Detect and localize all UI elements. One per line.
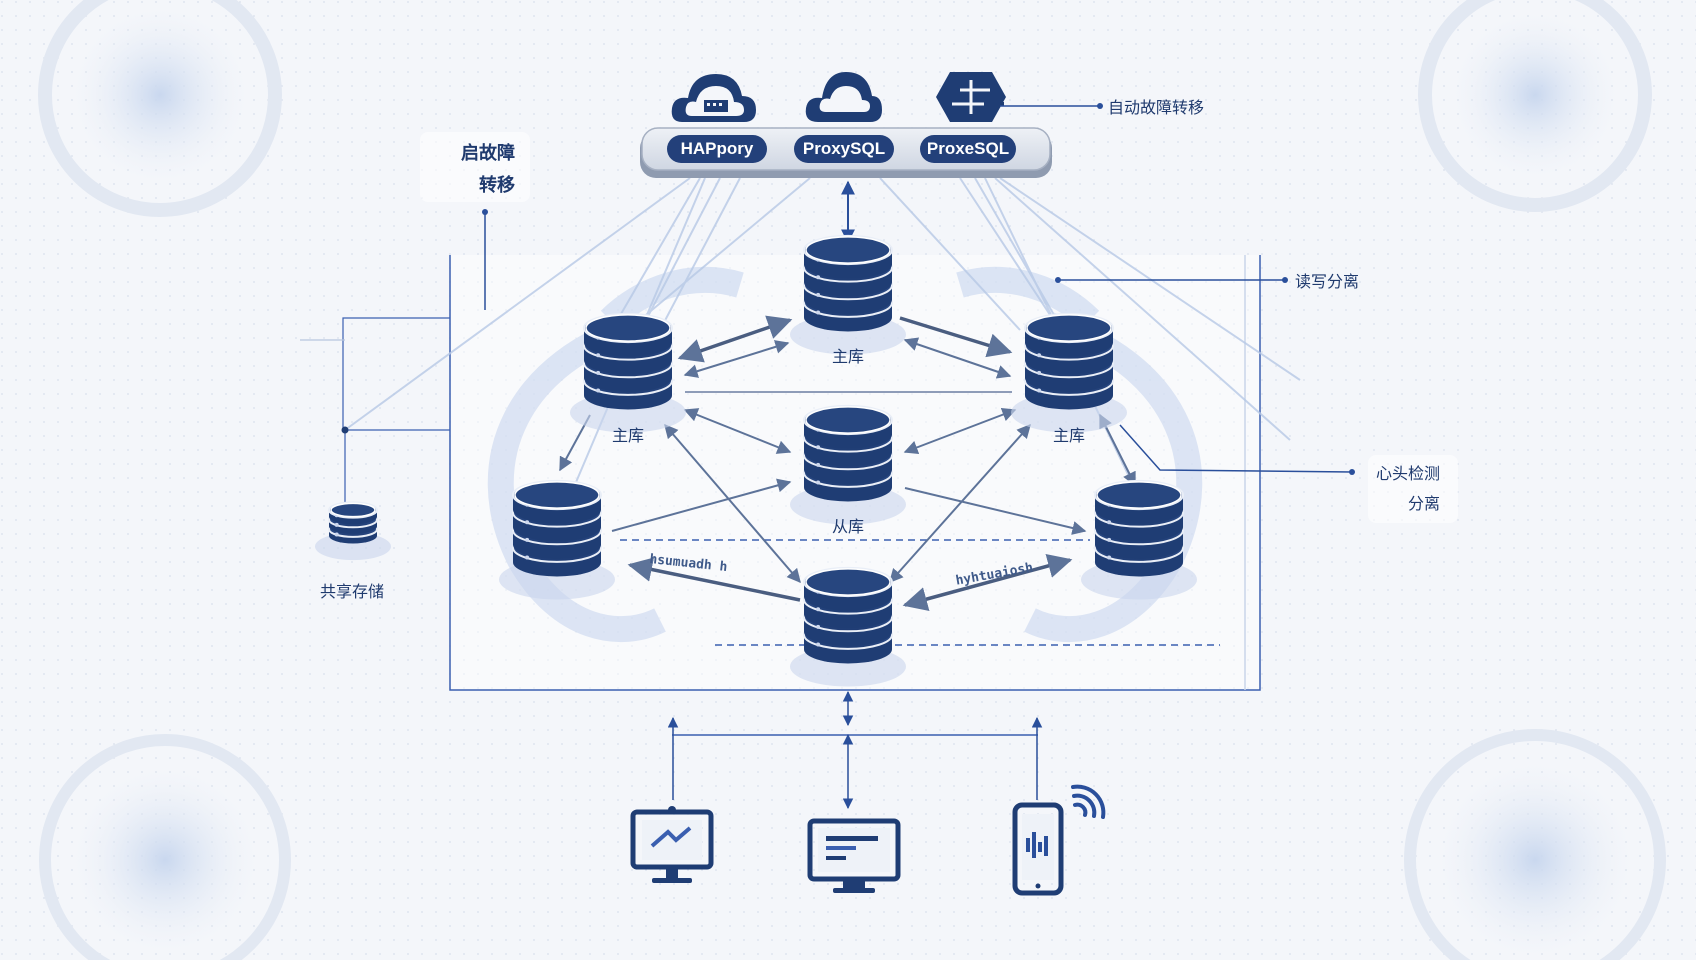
failover-switch-icon <box>936 72 1006 122</box>
proxy-pill-proxesql[interactable]: ProxeSQL <box>920 135 1016 163</box>
proxy-pill-proxesql-label: ProxeSQL <box>927 139 1009 158</box>
desktop-monitor-icon[interactable] <box>630 806 714 883</box>
callout-auto-failover: 自动故障转移 <box>1108 98 1204 117</box>
callout-dot-heartbeat <box>1349 469 1355 475</box>
node-label-right-master: 主库 <box>1053 426 1085 445</box>
database-layer <box>315 234 1197 687</box>
node-label-shared-storage: 共享存储 <box>320 582 384 601</box>
cloud-icon <box>805 72 882 122</box>
computer-monitor-icon[interactable] <box>807 818 901 893</box>
database-shared-storage <box>315 501 391 561</box>
callout-dot-auto-failover <box>1097 103 1103 109</box>
mobile-phone-icon[interactable] <box>1012 784 1106 896</box>
proxy-pill-proxysql-label: ProxySQL <box>803 139 885 158</box>
client-connectors <box>667 690 1043 810</box>
callout-dot-rw-split-end <box>1282 277 1288 283</box>
shared-storage-junction <box>341 426 349 434</box>
callout-failover-line1: 启故障 <box>461 142 515 164</box>
node-label-top-master: 主库 <box>832 347 864 366</box>
corner-decoration-bottom-right <box>1404 729 1666 960</box>
database-bottom-server <box>790 566 906 687</box>
callout-dot-failover <box>482 209 488 215</box>
callout-failover-box <box>420 132 530 202</box>
database-right-master <box>1011 312 1127 433</box>
wifi-signal-icon <box>1071 784 1106 819</box>
database-left-replica <box>499 479 615 600</box>
corner-decoration-top-right <box>1418 0 1652 212</box>
callout-failover-line2: 转移 <box>479 174 515 196</box>
callout-rw-split: 读写分离 <box>1295 272 1359 291</box>
cloud-server-icon <box>671 74 756 122</box>
proxy-pill-haproxy[interactable]: HAPpory <box>667 135 767 163</box>
callout-heartbeat-box <box>1368 455 1458 523</box>
node-label-center-slave: 从库 <box>832 517 864 536</box>
database-top-master <box>790 234 906 355</box>
replication-arrows <box>559 180 1136 612</box>
corner-decoration-bottom-left <box>39 734 291 960</box>
proxy-pill-proxysql[interactable]: ProxySQL <box>794 135 894 163</box>
corner-decoration-top-left <box>38 0 282 217</box>
database-center-slave <box>790 404 906 525</box>
proxy-pill-haproxy-label: HAPpory <box>681 139 754 158</box>
database-left-master <box>570 312 686 433</box>
cluster-frame <box>449 255 1261 691</box>
shared-storage-connectors <box>300 317 450 508</box>
callout-heartbeat-line1: 心头检测 <box>1376 464 1440 483</box>
callout-heartbeat-line2: 分离 <box>1408 494 1440 513</box>
database-right-replica <box>1081 479 1197 600</box>
node-label-left-master: 主库 <box>612 426 644 445</box>
callout-dot-rw-split-start <box>1055 277 1061 283</box>
